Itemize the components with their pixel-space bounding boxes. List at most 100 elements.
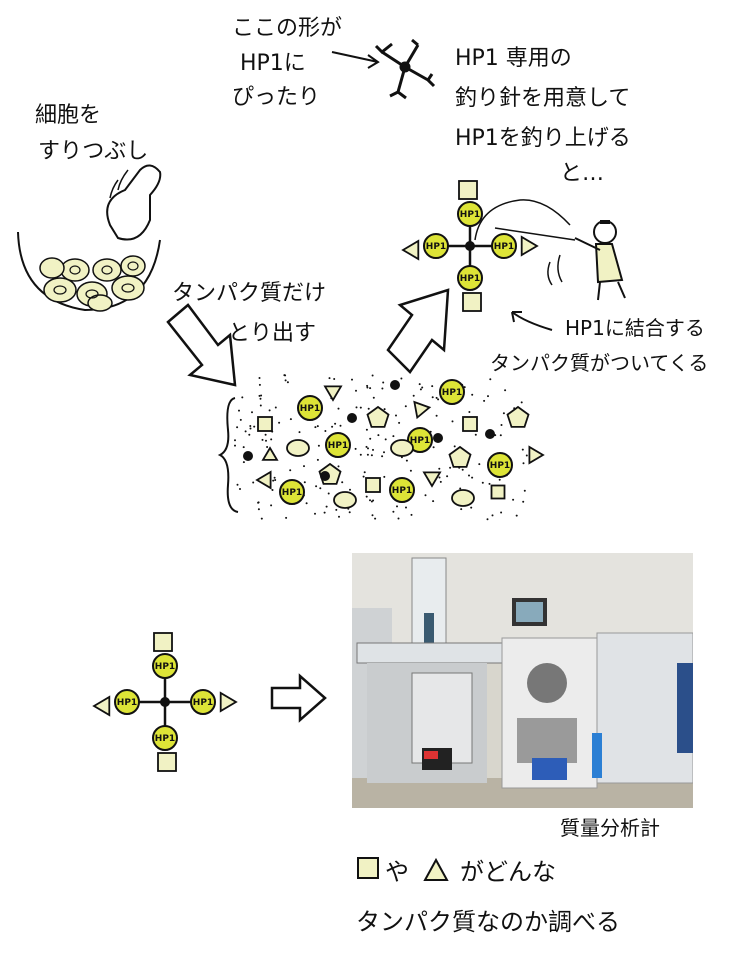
hp1-label: HP1 [410,436,430,446]
speck [520,401,523,404]
speck [316,458,319,461]
speck [249,425,252,427]
analyze-note: □や△がどんな や がどんな タンパク質なのか調べる [356,857,620,936]
speck [271,489,274,491]
hp1-label: HP1 [392,486,412,496]
speck [325,505,328,508]
speck [431,396,434,399]
hp1-protein: HP1 [279,479,305,505]
hp1-label: HP1 [494,242,514,252]
triangle-protein [528,445,545,465]
black-dot [347,413,357,423]
speck [460,508,463,511]
hp1-protein: HP1 [389,477,415,503]
hp1-circle [439,379,465,405]
speck [316,425,319,428]
shape-fit-note: ここの形が HP1に ぴったり [232,16,342,110]
note-line: と… [560,161,604,186]
speck [315,485,318,488]
hp1-circle [152,653,178,679]
speck [261,438,264,441]
speck [438,476,441,479]
pentagon-protein [448,445,472,468]
speck [489,378,492,381]
speck [435,396,438,399]
speck [355,389,357,392]
speck [383,408,386,411]
speck [234,439,236,442]
speck [298,431,301,434]
speck [486,518,489,521]
triangle-protein [261,446,279,461]
speck [367,447,369,450]
speck [515,514,518,517]
hp1-circle [325,432,351,458]
speck [431,385,434,388]
hp1-label: HP1 [442,388,462,398]
speck [257,501,260,504]
speck [377,434,380,437]
arrow-up-right-icon [386,288,450,374]
triangle-protein [413,400,432,420]
speck [522,462,525,465]
speck [370,454,373,457]
mortar-bowl-icon [17,231,161,312]
speck [435,414,438,417]
speck [468,474,470,477]
speck [392,435,395,438]
speck [234,444,236,447]
speck [333,378,336,380]
speck [366,384,369,387]
note-fragment: や [385,858,409,886]
speck [248,433,251,436]
pentagon-protein [506,405,530,428]
hp1-label: HP1 [117,698,137,708]
speck [242,446,245,449]
speck [367,407,370,410]
speck [363,471,366,474]
speck [289,469,292,472]
speck [359,406,362,409]
speck [471,393,474,396]
hp1-protein: HP1 [457,201,483,227]
black-dot [485,429,495,439]
speck [253,425,256,428]
hook-shape-icon [374,38,436,100]
speck [502,412,505,415]
black-dot [390,380,400,390]
speck [303,465,305,468]
speck [424,494,427,497]
speck [487,395,489,398]
square-protein [257,416,273,432]
speck [369,499,371,502]
hp1-circle [407,427,433,453]
speck [395,414,397,417]
speck [331,425,334,428]
speck [327,492,330,495]
hp1-label: HP1 [328,441,348,451]
oval-protein [286,439,310,457]
hp1-circle [423,233,449,259]
speck [338,515,340,518]
instrument-caption: 質量分析計 [560,816,660,840]
speck [258,377,261,379]
triangle-protein [219,691,238,713]
fisher-person-icon [474,199,626,301]
speck [365,495,368,498]
speck [239,418,242,421]
triangle-protein [323,385,343,402]
speck [328,377,331,380]
speck [286,381,289,384]
hp1-protein: HP1 [190,689,216,715]
speck [260,517,263,520]
speck [239,488,241,490]
hp1-circle [297,395,323,421]
square-protein [365,477,381,493]
speck [334,422,337,425]
hp1-protein: HP1 [114,689,140,715]
speck [488,482,491,485]
black-dot [433,433,443,443]
speck [405,459,408,462]
hp1-label: HP1 [155,734,175,744]
speck [412,394,415,397]
